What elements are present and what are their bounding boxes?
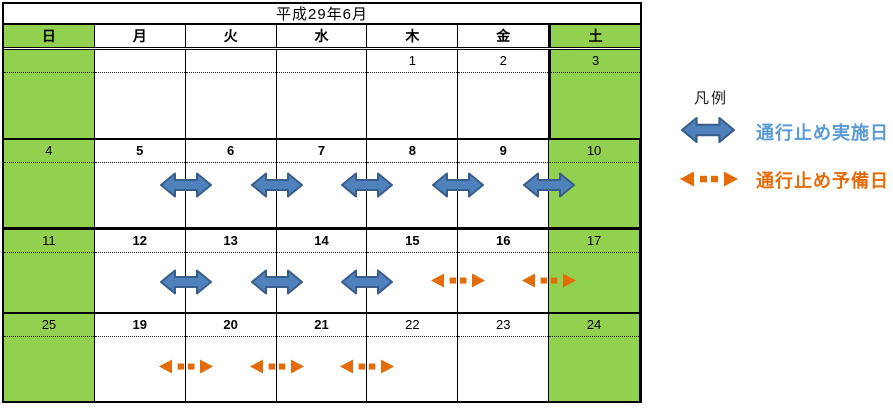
date-number: 19: [94, 314, 185, 337]
day-cell: 12: [94, 230, 186, 312]
day-cell: 1: [367, 50, 459, 138]
closure-arrow: [432, 171, 484, 199]
date-number: 3: [551, 50, 640, 73]
weekday-header-mon: 月: [95, 25, 186, 47]
calendar-table: 平成29年6月 日 月 火 水 木 金 土 1 2 3 4 5 6 7 8: [2, 2, 642, 403]
day-cell: 14: [276, 230, 368, 312]
day-cell: 19: [94, 314, 186, 401]
day-cell: 15: [367, 230, 459, 312]
weekday-header-sat: 土: [549, 25, 640, 47]
date-number: [185, 50, 276, 73]
day-cell: [4, 50, 95, 138]
calendar-title: 平成29年6月: [4, 4, 640, 25]
date-number: 9: [458, 140, 549, 163]
date-number: 24: [549, 314, 639, 337]
closure-arrow: [341, 171, 393, 199]
date-number: 17: [549, 230, 639, 253]
day-cell: 24: [549, 314, 640, 401]
closure-arrow: [251, 268, 303, 296]
date-number: 23: [458, 314, 549, 337]
date-number: 21: [276, 314, 367, 337]
reserve-arrow: [158, 358, 214, 375]
date-number: 7: [276, 140, 367, 163]
weekday-header-row: 日 月 火 水 木 金 土: [4, 25, 640, 50]
legend-label-closure: 通行止め実施日: [756, 123, 889, 143]
legend-heading: 凡例: [694, 90, 729, 107]
day-cell: [185, 50, 277, 138]
day-cell: 4: [4, 140, 95, 227]
reserve-arrow: [430, 272, 486, 289]
day-cell: 23: [458, 314, 550, 401]
day-cell: 13: [185, 230, 277, 312]
date-number: 2: [458, 50, 549, 73]
date-number: 10: [549, 140, 639, 163]
date-number: 20: [185, 314, 276, 337]
weekday-header-wed: 水: [277, 25, 368, 47]
day-cell: 2: [458, 50, 550, 138]
reserve-arrow-legend-icon: [678, 170, 740, 188]
date-number: 5: [94, 140, 185, 163]
date-number: 14: [276, 230, 367, 253]
date-number: 13: [185, 230, 276, 253]
closure-arrow: [160, 268, 212, 296]
day-cell: 11: [4, 230, 95, 312]
date-number: 15: [367, 230, 458, 253]
date-number: [276, 50, 367, 73]
date-number: 12: [94, 230, 185, 253]
closure-arrow: [251, 171, 303, 199]
date-number: 11: [4, 230, 94, 253]
closure-arrow: [523, 171, 575, 199]
date-number: 8: [367, 140, 458, 163]
week-row-2: 4 5 6 7 8 9 10: [4, 138, 640, 227]
date-number: 16: [458, 230, 549, 253]
closure-arrow-legend-icon: [681, 115, 735, 145]
day-cell: 21: [276, 314, 368, 401]
legend-label-reserve: 通行止め予備日: [756, 171, 889, 191]
week-row-1: 1 2 3: [4, 50, 640, 138]
weekday-header-sun: 日: [4, 25, 95, 47]
date-number: 1: [367, 50, 458, 73]
reserve-arrow: [339, 358, 395, 375]
week-row-3: 11 12 13 14 15 16 17: [4, 227, 640, 312]
reserve-arrow: [521, 272, 577, 289]
weekday-header-fri: 金: [458, 25, 550, 47]
day-cell: 22: [367, 314, 459, 401]
date-number: [94, 50, 185, 73]
date-number: 4: [4, 140, 94, 163]
day-cell: [276, 50, 368, 138]
day-cell: [94, 50, 186, 138]
day-cell: 17: [549, 230, 640, 312]
reserve-arrow: [249, 358, 305, 375]
closure-arrow: [160, 171, 212, 199]
date-number: 25: [4, 314, 94, 337]
week-row-4: 25 19 20 21 22 23 24: [4, 312, 640, 401]
date-number: 6: [185, 140, 276, 163]
date-number: 22: [367, 314, 458, 337]
date-number: [4, 50, 94, 73]
day-cell: 16: [458, 230, 550, 312]
day-cell: 3: [549, 50, 640, 138]
weekday-header-thu: 木: [367, 25, 459, 47]
day-cell: 25: [4, 314, 95, 401]
weekday-header-tue: 火: [186, 25, 277, 47]
closure-arrow: [341, 268, 393, 296]
day-cell: 20: [185, 314, 277, 401]
